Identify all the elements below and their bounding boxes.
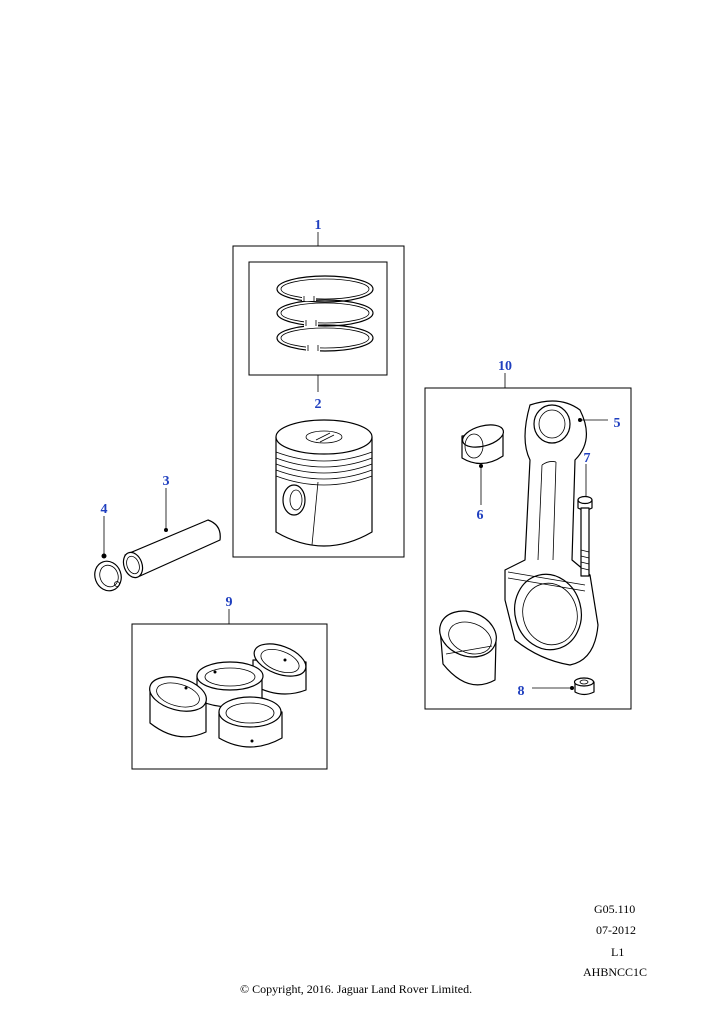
big-end-bearing-illustration <box>439 610 497 686</box>
piston-illustration <box>275 419 373 547</box>
callout-4[interactable]: 4 <box>101 502 108 517</box>
drawing-level: L1 <box>611 945 625 959</box>
piston-rings-illustration <box>276 275 374 352</box>
callout-10[interactable]: 10 <box>498 359 512 374</box>
bearing-set-group <box>131 609 328 770</box>
piston-kit-group <box>232 232 405 558</box>
callout-5[interactable]: 5 <box>614 416 621 431</box>
con-rod-bolt-illustration <box>577 464 593 577</box>
con-rod-nut-illustration <box>532 677 595 696</box>
copyright-notice: © Copyright, 2016. Jaguar Land Rover Lim… <box>240 982 473 996</box>
connecting-rod-illustration <box>504 400 608 666</box>
drawing-date: 07-2012 <box>596 923 636 937</box>
main-bearing-illustration <box>252 643 307 695</box>
connecting-rod-group <box>424 373 632 710</box>
main-bearing-illustration <box>218 696 283 748</box>
piston-kit-box <box>232 245 405 558</box>
main-bearing-illustration <box>149 676 207 738</box>
small-end-bush-illustration <box>461 424 505 505</box>
drawing-code: AHBNCC1C <box>583 965 648 979</box>
piston-pin-group <box>122 488 221 579</box>
connecting-rod-box <box>424 387 632 710</box>
callout-3[interactable]: 3 <box>163 474 170 489</box>
drawing-reference: G05.110 <box>594 902 636 916</box>
callout-8[interactable]: 8 <box>518 684 525 699</box>
callout-1[interactable]: 1 <box>315 218 322 233</box>
callout-6[interactable]: 6 <box>477 508 484 523</box>
callout-9[interactable]: 9 <box>226 595 233 610</box>
circlip-group <box>94 516 122 592</box>
bearing-set-box <box>131 623 328 770</box>
callout-2[interactable]: 2 <box>315 397 322 412</box>
callout-7[interactable]: 7 <box>584 451 591 466</box>
